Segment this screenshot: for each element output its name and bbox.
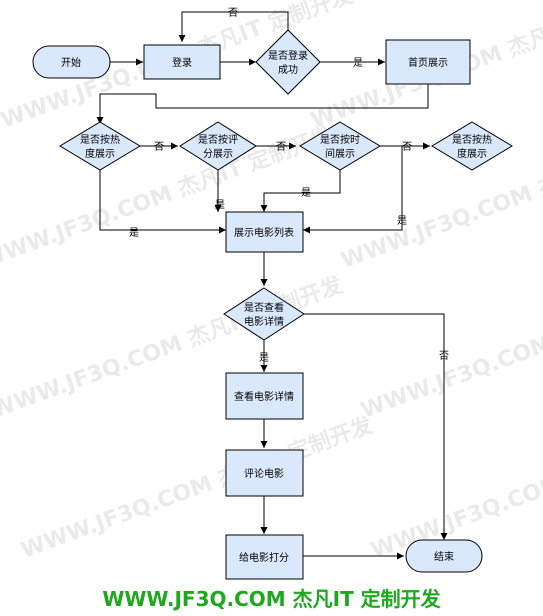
rate-label: 给电影打分 <box>239 551 289 564</box>
edge-label-no: 否 <box>276 141 286 153</box>
detail-label: 查看电影详情 <box>234 390 294 403</box>
list-label: 展示电影列表 <box>234 226 294 239</box>
end-label: 结束 <box>434 550 454 563</box>
login-success-label: 是否登录 <box>268 49 308 62</box>
edge-view-end <box>304 313 448 540</box>
view-detail-label: 电影详情 <box>244 315 284 328</box>
edge-label-yes: 是 <box>129 227 139 239</box>
edge-label-no: 否 <box>228 7 238 19</box>
comment-process <box>225 449 304 497</box>
edge-hot-list <box>99 170 226 234</box>
edge-label-no: 否 <box>154 141 164 153</box>
edges <box>96 11 448 560</box>
edge-hotb-list <box>303 146 403 234</box>
time-label: 是否按时 <box>320 133 360 146</box>
comment-label: 评论电影 <box>244 467 284 480</box>
edge-labels: 否 是 否 否 否 是 是 是 是 是 否 <box>129 7 449 364</box>
rate-process <box>225 534 304 580</box>
node-labels: 开始 登录 是否登录 成功 首页展示 是否按热 度展示 是否按评 分展示 是否按… <box>61 49 492 564</box>
edge-home-hot <box>96 84 429 124</box>
detail-process <box>225 372 304 420</box>
edge-label-yes: 是 <box>301 187 311 199</box>
start-label: 开始 <box>61 56 81 69</box>
login-label: 登录 <box>172 56 192 69</box>
login-process <box>143 44 221 80</box>
edge-time-list <box>260 170 341 212</box>
end-terminal <box>405 539 483 573</box>
score-label: 是否按评 <box>198 133 238 146</box>
hot-b-label: 度展示 <box>457 147 487 160</box>
edge-label-yes: 是 <box>215 199 225 211</box>
edge-label-yes: 是 <box>259 352 269 364</box>
start-terminal <box>32 45 111 79</box>
edge-label-yes: 是 <box>353 57 363 69</box>
hot-label: 是否按热 <box>80 133 120 146</box>
hot-decision <box>59 121 141 171</box>
view-detail-decision <box>223 287 305 341</box>
home-label: 首页展示 <box>408 56 448 69</box>
view-detail-label: 是否查看 <box>244 301 284 314</box>
login-success-decision <box>255 29 321 95</box>
edge-label-no: 否 <box>439 350 449 362</box>
home-process <box>385 39 471 85</box>
time-label: 间展示 <box>325 147 355 160</box>
edge-label-yes: 是 <box>397 215 407 227</box>
score-label: 分展示 <box>203 148 233 160</box>
edge-label-no: 否 <box>402 141 412 153</box>
nodes <box>32 29 513 580</box>
time-decision <box>299 121 381 171</box>
hot-b-label: 是否按热 <box>452 133 492 146</box>
hot-label: 度展示 <box>85 147 115 160</box>
footer-banner: WWW.JF3Q.COM 杰凡IT 定制开发 <box>102 587 441 611</box>
hot-b-decision <box>431 121 513 171</box>
login-success-label: 成功 <box>278 64 298 76</box>
list-process <box>225 211 304 253</box>
edge-login-fail <box>178 11 289 42</box>
score-decision <box>179 121 257 171</box>
